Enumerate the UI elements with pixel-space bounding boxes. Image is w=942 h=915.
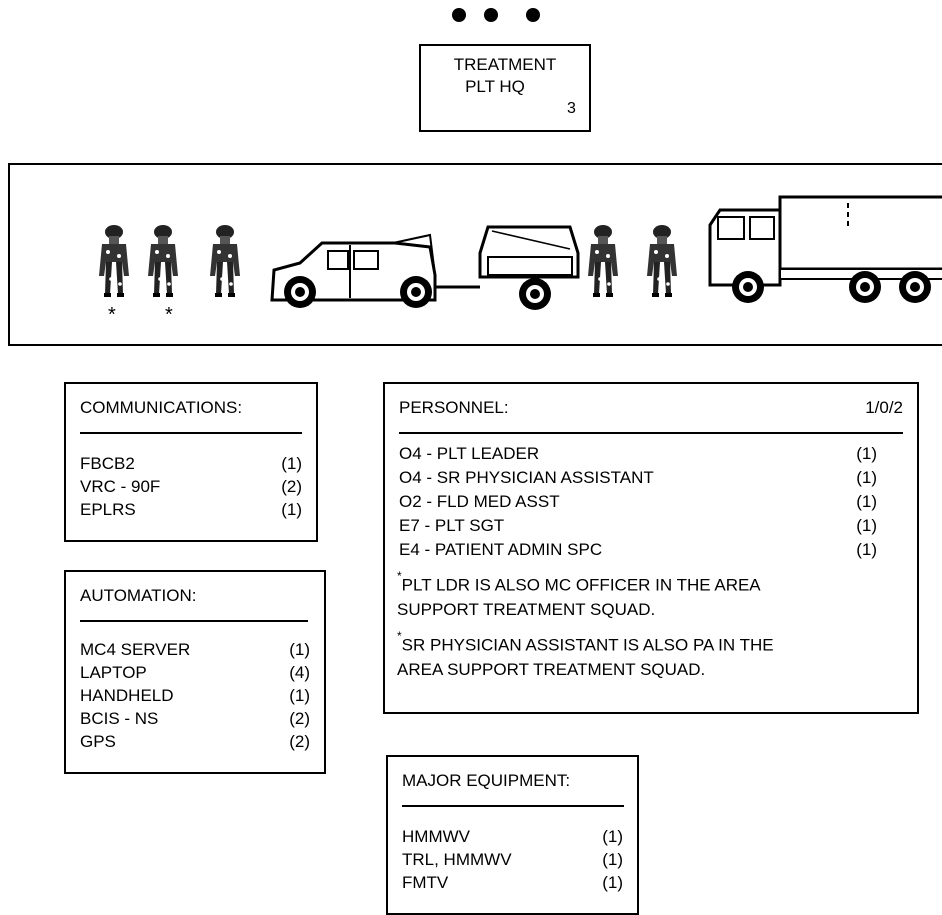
soldier-icon xyxy=(210,225,240,297)
personnel-note-2: *SR PHYSICIAN ASSISTANT IS ALSO PA IN TH… xyxy=(397,629,774,679)
list-item: GPS(2) xyxy=(80,732,310,751)
list-item: O2 - FLD MED ASST(1) xyxy=(399,492,877,511)
list-item: VRC - 90F(2) xyxy=(80,477,302,496)
dot-icon xyxy=(484,8,498,22)
hq-title-line2: PLT HQ xyxy=(465,77,525,96)
personnel-strength: 1/0/2 xyxy=(865,398,903,417)
personnel-note-1: *PLT LDR IS ALSO MC OFFICER IN THE AREA … xyxy=(397,569,761,619)
soldier-icon xyxy=(647,225,677,297)
divider xyxy=(80,432,302,434)
hq-number: 3 xyxy=(567,100,576,117)
automation-title: AUTOMATION: xyxy=(80,586,197,605)
major-equipment-box: MAJOR EQUIPMENT: HMMWV(1) TRL, HMMWV(1) … xyxy=(386,755,639,915)
list-item: E4 - PATIENT ADMIN SPC(1) xyxy=(399,540,877,559)
marker-asterisk-1: * xyxy=(108,304,116,326)
automation-box: AUTOMATION: MC4 SERVER(1) LAPTOP(4) HAND… xyxy=(64,570,326,774)
list-item: LAPTOP(4) xyxy=(80,663,310,682)
communications-title: COMMUNICATIONS: xyxy=(80,398,243,417)
personnel-equipment-band: * * xyxy=(8,163,942,346)
fmtv-truck-icon xyxy=(708,195,942,303)
list-item: O4 - SR PHYSICIAN ASSISTANT(1) xyxy=(399,468,877,487)
band-illustration: * * xyxy=(99,195,942,326)
continuation-dots xyxy=(452,8,552,28)
trailer-icon xyxy=(478,225,580,310)
personnel-box: PERSONNEL: 1/0/2 O4 - PLT LEADER(1) O4 -… xyxy=(383,382,919,714)
major-equipment-title: MAJOR EQUIPMENT: xyxy=(402,771,571,790)
list-item: FBCB2(1) xyxy=(80,454,302,473)
list-item: BCIS - NS(2) xyxy=(80,709,310,728)
list-item: MC4 SERVER(1) xyxy=(80,640,310,659)
marker-asterisk-2: * xyxy=(165,304,173,326)
list-item: EPLRS(1) xyxy=(80,500,302,519)
dot-icon xyxy=(526,8,540,22)
list-item: O4 - PLT LEADER(1) xyxy=(399,444,877,463)
soldier-icon xyxy=(99,225,129,297)
list-item: HANDHELD(1) xyxy=(80,686,310,705)
divider xyxy=(402,805,624,807)
hq-title-line1: TREATMENT xyxy=(453,55,557,74)
divider xyxy=(80,620,308,622)
personnel-title: PERSONNEL: xyxy=(399,398,509,417)
soldier-icon xyxy=(148,225,178,297)
divider xyxy=(399,432,903,434)
communications-box: COMMUNICATIONS: FBCB2(1) VRC - 90F(2) EP… xyxy=(64,382,318,542)
list-item: FMTV(1) xyxy=(402,873,623,892)
soldier-icon xyxy=(588,225,618,297)
list-item: HMMWV(1) xyxy=(402,827,623,846)
list-item: TRL, HMMWV(1) xyxy=(402,850,623,869)
dot-icon xyxy=(452,8,466,22)
treatment-plt-hq-box: TREATMENT PLT HQ 3 xyxy=(419,44,591,132)
list-item: E7 - PLT SGT(1) xyxy=(399,516,877,535)
hmmwv-icon xyxy=(270,233,480,308)
